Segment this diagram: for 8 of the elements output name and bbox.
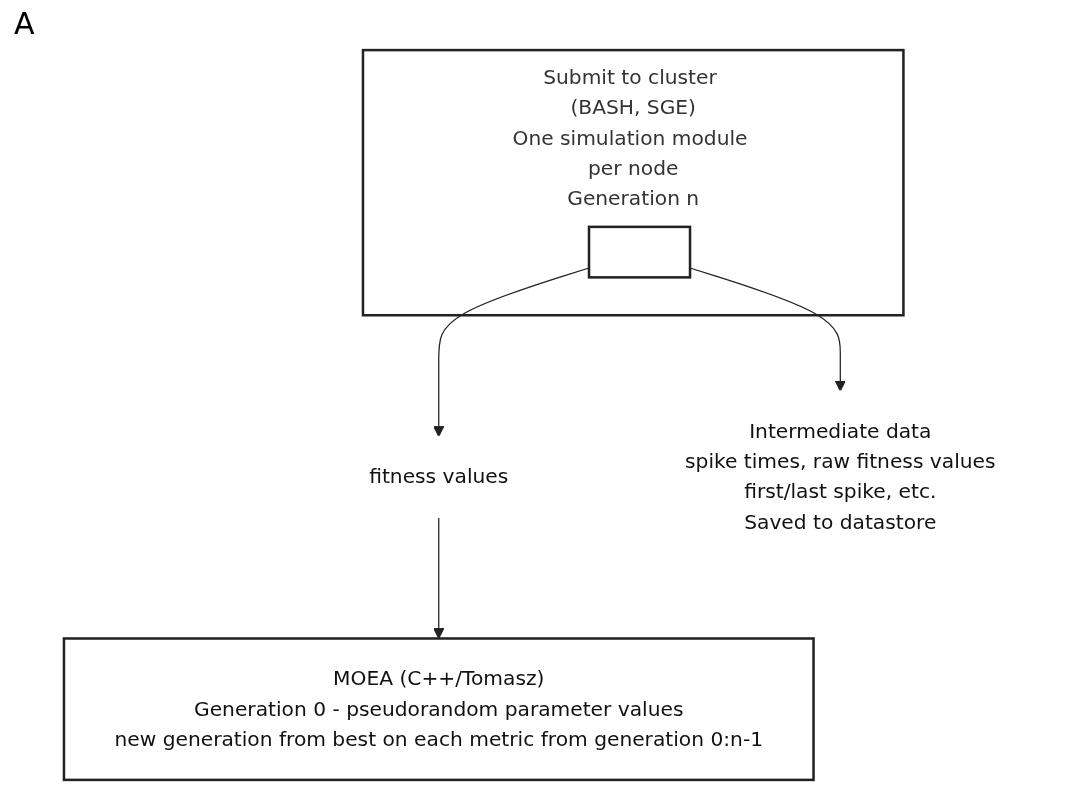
arrow [433,267,590,437]
arrow [433,516,445,639]
node-box [587,225,692,279]
node-text: fitness values [369,464,509,489]
node-text: Intermediate data spike times, raw fitness values first/last spike, etc. Saved to datastore [685,418,996,534]
node-box: MOEA (C++/Tomasz) Generation 0 - pseudorandom parameter values new generation from best on each metric from generation 0:n-1 [62,637,815,782]
panel-letter: A [14,6,35,41]
cluster: Submit to cluster (BASH, SGE) One simulation module per node Generation n [361,48,905,317]
